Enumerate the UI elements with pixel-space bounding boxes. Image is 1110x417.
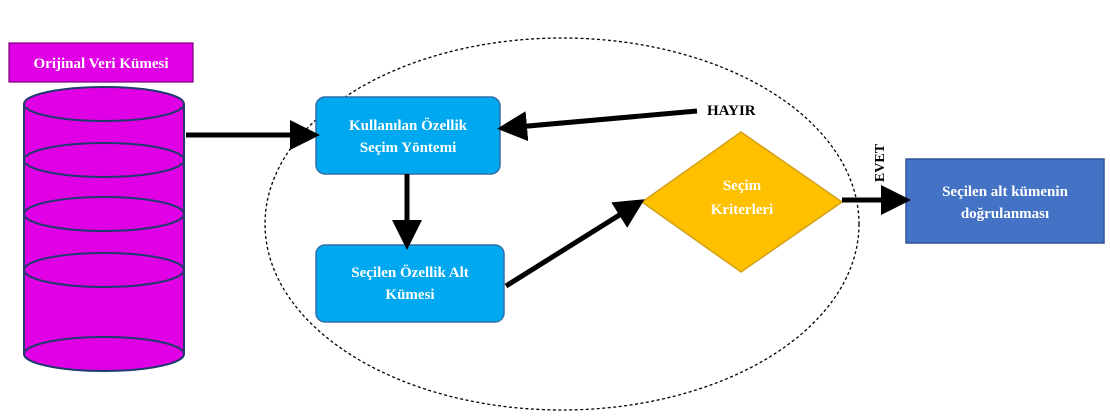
selection-method-box: Kullanılan Özellik Seçim Yöntemi (315, 96, 501, 175)
selection-method-line1: Kullanılan Özellik (349, 117, 468, 134)
validation-line2: doğrulanması (961, 206, 1049, 222)
feature-subset-line1: Seçilen Özellik Alt (351, 264, 469, 281)
no-label: HAYIR (707, 103, 756, 119)
dataset-label-box: Orijinal Veri Kümesi (8, 42, 194, 83)
database-cylinder-icon (23, 86, 185, 372)
arrow-subset-to-criteria (504, 199, 645, 289)
selection-criteria-diamond: Seçim Kriterleri (640, 131, 844, 273)
criteria-line2: Kriterleri (711, 202, 773, 218)
subset-validation-box: Seçilen alt kümenin doğrulanması (905, 158, 1105, 244)
validation-line1: Seçilen alt kümenin (942, 184, 1069, 200)
selection-method-line2: Seçim Yöntemi (360, 140, 457, 156)
yes-label: EVET (873, 143, 888, 182)
criteria-line1: Seçim (723, 178, 762, 194)
arrow-no-feedback (497, 108, 698, 142)
dataset-label: Orijinal Veri Kümesi (34, 56, 169, 72)
feature-subset-box: Seçilen Özellik Alt Kümesi (315, 244, 505, 323)
process-boundary-ellipse (264, 37, 860, 411)
feature-subset-line2: Kümesi (385, 287, 434, 303)
